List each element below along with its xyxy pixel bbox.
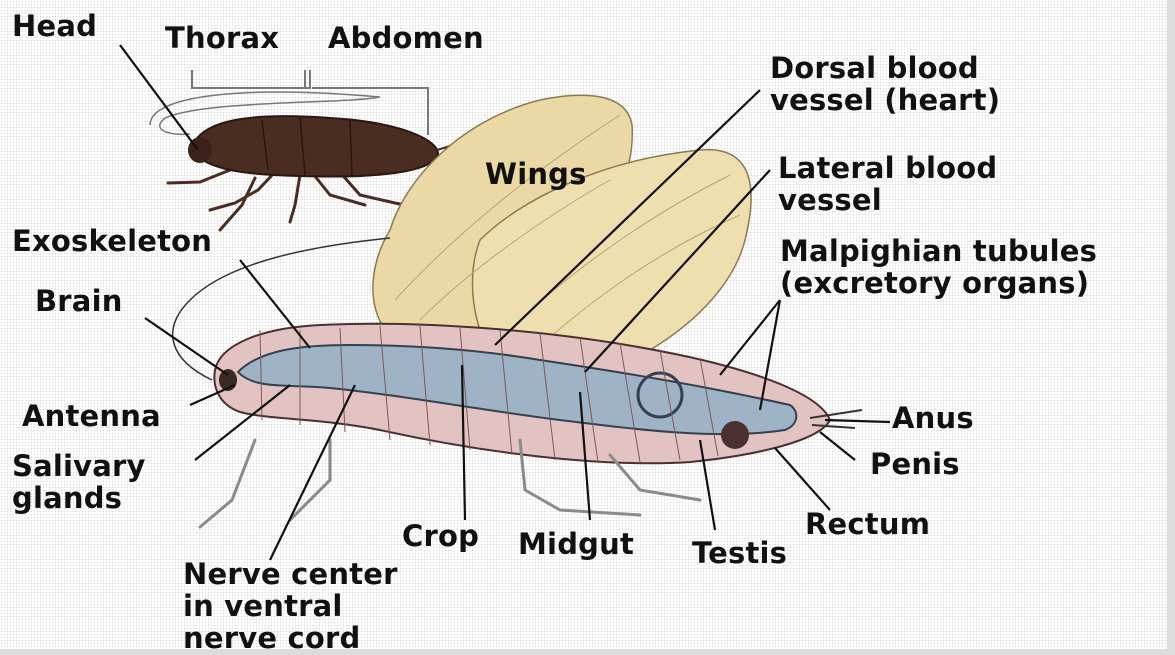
label-testis: Testis	[692, 537, 787, 569]
label-nerve-center: Nerve center in ventral nerve cord	[183, 558, 398, 654]
frame-border-right	[1167, 0, 1175, 655]
label-exoskeleton: Exoskeleton	[12, 225, 212, 257]
label-salivary-glands: Salivary glands	[12, 450, 146, 514]
label-abdomen: Abdomen	[328, 22, 484, 54]
label-rectum: Rectum	[805, 508, 930, 540]
frame-border-bottom	[0, 649, 1175, 655]
label-antenna: Antenna	[22, 400, 161, 432]
label-lateral-blood-vessel-line-2: vessel	[778, 184, 997, 216]
label-crop: Crop	[402, 520, 479, 552]
label-salivary-glands-line-1: Salivary	[12, 450, 146, 482]
label-wings: Wings	[485, 158, 587, 190]
label-malpighian-tubules: Malpighian tubules (excretory organs)	[780, 235, 1097, 299]
label-brain: Brain	[35, 285, 123, 317]
label-malpighian-tubules-line-2: (excretory organs)	[780, 267, 1097, 299]
label-dorsal-blood-vessel: Dorsal blood vessel (heart)	[770, 52, 1000, 116]
label-lateral-blood-vessel-line-1: Lateral blood	[778, 152, 997, 184]
label-malpighian-tubules-line-1: Malpighian tubules	[780, 235, 1097, 267]
label-penis: Penis	[870, 448, 960, 480]
label-salivary-glands-line-2: glands	[12, 482, 146, 514]
label-head: Head	[12, 10, 97, 42]
label-thorax: Thorax	[165, 22, 279, 54]
wings-illustration	[373, 95, 751, 364]
label-lateral-blood-vessel: Lateral blood vessel	[778, 152, 997, 216]
label-nerve-center-line-2: in ventral	[183, 590, 398, 622]
label-anus: Anus	[892, 402, 974, 434]
label-midgut: Midgut	[518, 528, 634, 560]
label-nerve-center-line-1: Nerve center	[183, 558, 398, 590]
label-dorsal-blood-vessel-line-2: vessel (heart)	[770, 84, 1000, 116]
label-dorsal-blood-vessel-line-1: Dorsal blood	[770, 52, 1000, 84]
